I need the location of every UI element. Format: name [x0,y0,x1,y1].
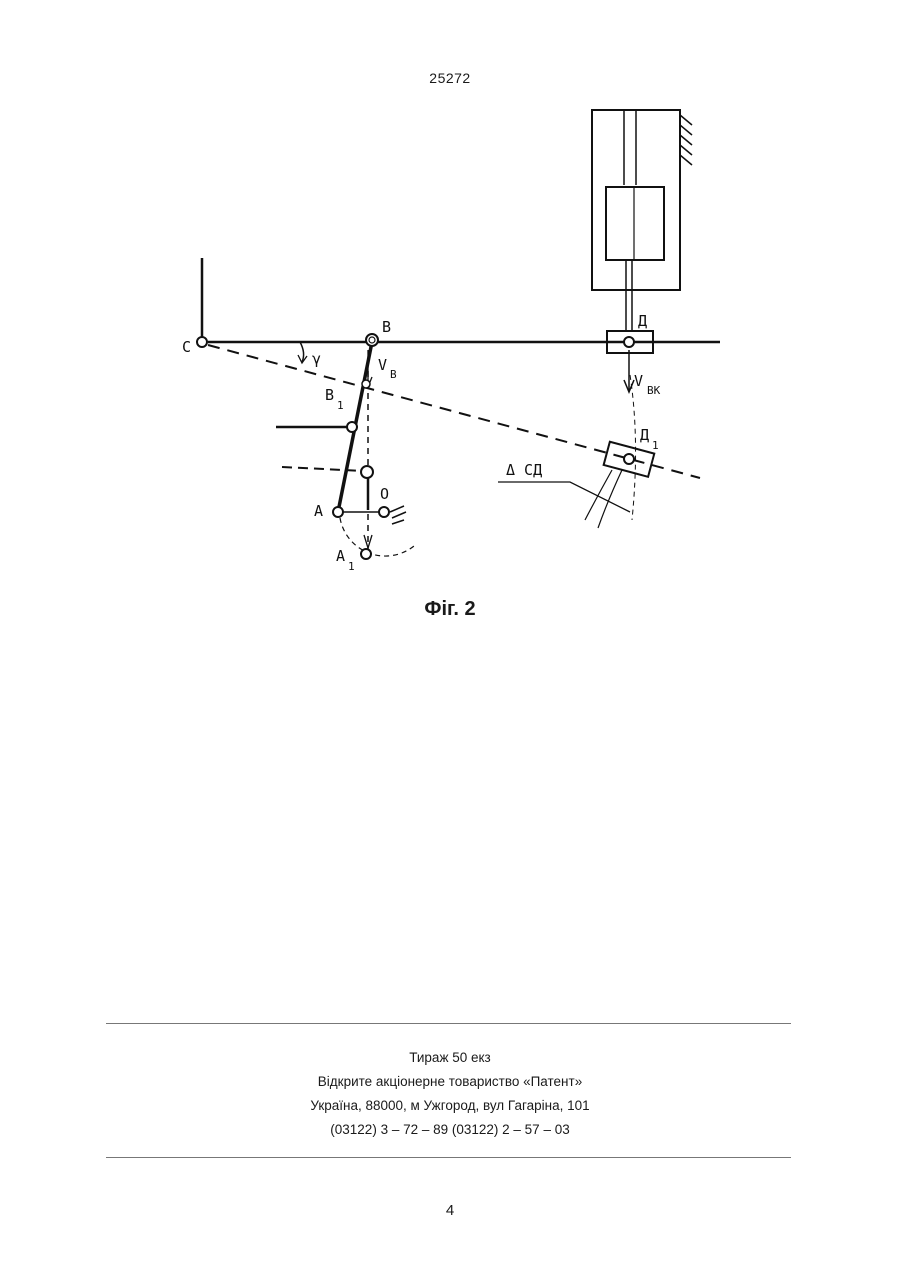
housing-hatching [680,115,692,165]
label-a1-sub: 1 [348,560,355,573]
pivot-o-hatching [390,506,406,524]
imprint-circulation: Тираж 50 екз [0,1046,900,1070]
mechanism-diagram: C B B 1 A A 1 O Д Д 1 γ V B V ВК Δ СД [0,0,900,640]
label-gamma: γ [312,350,321,368]
hinge-b1 [362,380,370,388]
hinge-link-lower [361,466,373,478]
imprint-publisher: Відкрите акціонерне товариство «Патент» [0,1070,900,1094]
label-a1: A [336,547,345,565]
imprint-block: Тираж 50 екз Відкрите акціонерне товарис… [0,1046,900,1142]
label-d1: Д [640,426,649,444]
figure-caption: Фіг. 2 [0,598,900,621]
label-b: B [382,318,391,336]
hinge-a1 [361,549,371,559]
label-d1-sub: 1 [652,439,659,452]
hinge-d1 [624,454,634,464]
label-vvk: V [634,372,643,390]
hinge-link-upper [347,422,357,432]
hinge-b-upper [369,337,375,343]
label-d: Д [638,312,647,330]
label-delta-sd: Δ СД [506,461,542,479]
label-vb: V [378,356,387,374]
imprint-phones: (03122) 3 – 72 – 89 (03122) 2 – 57 – 03 [0,1118,900,1142]
imprint-rule-bottom [106,1157,791,1158]
hinge-o [379,507,389,517]
hinge-c [197,337,207,347]
label-o: O [380,485,389,503]
arc-path-d [585,470,612,520]
label-b1-sub: 1 [337,399,344,412]
page-number: 4 [0,1202,900,1219]
hinge-d [624,337,634,347]
label-b1: B [325,386,334,404]
hinge-a [333,507,343,517]
label-c: C [182,338,191,356]
imprint-address: Україна, 88000, м Ужгород, вул Гагаріна,… [0,1094,900,1118]
crank-arc [340,518,414,556]
label-a: A [314,502,323,520]
label-vvk-sub: ВК [647,384,661,397]
piston [606,187,664,260]
label-vb-sub: B [390,368,397,381]
imprint-rule-top [106,1023,791,1024]
link-lower [282,467,364,471]
